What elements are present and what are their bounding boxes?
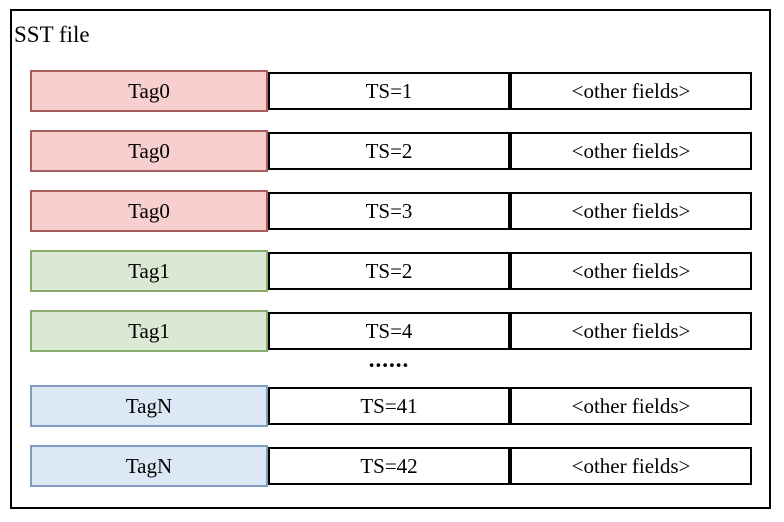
tag-cell: Tag0 [30, 70, 268, 112]
ellipsis-more-rows: ...... [368, 347, 410, 372]
timestamp-cell: TS=2 [268, 252, 510, 290]
timestamp-cell: TS=41 [268, 387, 510, 425]
tag-cell: Tag0 [30, 190, 268, 232]
record-row: Tag0 TS=1 <other fields> [30, 70, 752, 112]
record-row: TagN TS=42 <other fields> [30, 445, 752, 487]
other-fields-cell: <other fields> [510, 312, 752, 350]
tag-cell: Tag1 [30, 310, 268, 352]
record-row: Tag0 TS=3 <other fields> [30, 190, 752, 232]
timestamp-cell: TS=42 [268, 447, 510, 485]
other-fields-cell: <other fields> [510, 387, 752, 425]
other-fields-cell: <other fields> [510, 72, 752, 110]
other-fields-cell: <other fields> [510, 132, 752, 170]
timestamp-cell: TS=3 [268, 192, 510, 230]
record-row: Tag1 TS=2 <other fields> [30, 250, 752, 292]
other-fields-cell: <other fields> [510, 252, 752, 290]
timestamp-cell: TS=4 [268, 312, 510, 350]
timestamp-cell: TS=2 [268, 132, 510, 170]
other-fields-cell: <other fields> [510, 192, 752, 230]
record-row: Tag0 TS=2 <other fields> [30, 130, 752, 172]
other-fields-cell: <other fields> [510, 447, 752, 485]
record-row: Tag1 TS=4 <other fields> [30, 310, 752, 352]
diagram-title: SST file [14, 22, 90, 47]
tag-cell: TagN [30, 385, 268, 427]
tag-cell: Tag0 [30, 130, 268, 172]
record-row: TagN TS=41 <other fields> [30, 385, 752, 427]
tag-cell: Tag1 [30, 250, 268, 292]
timestamp-cell: TS=1 [268, 72, 510, 110]
tag-cell: TagN [30, 445, 268, 487]
